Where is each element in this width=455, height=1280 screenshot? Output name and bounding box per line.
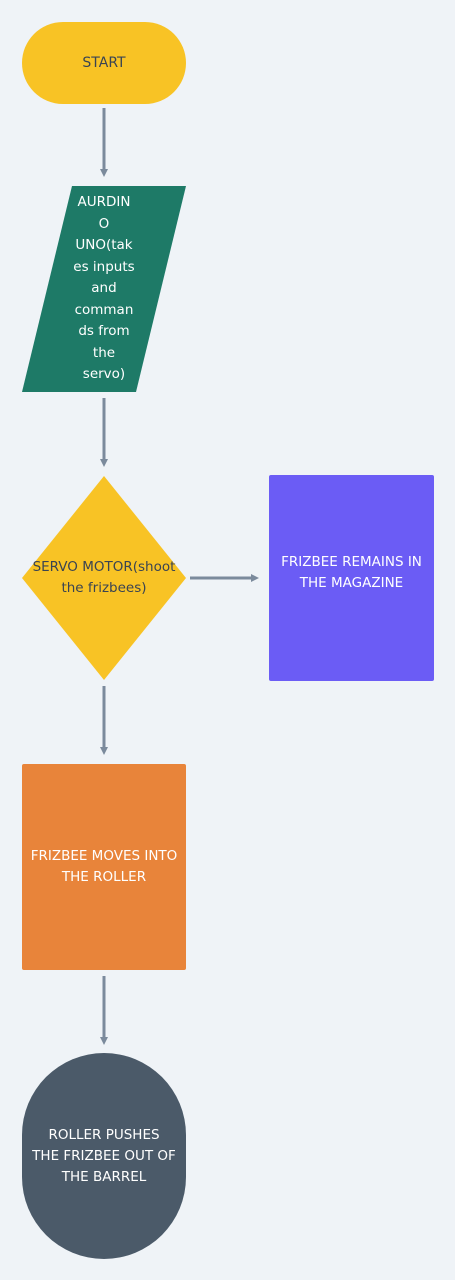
start-label: START: [82, 54, 126, 71]
barrel-terminator-shape[interactable]: [22, 1053, 186, 1259]
start-terminator-shape[interactable]: [22, 22, 186, 104]
arduino-label: AURDIN O UNO(tak es inputs and comman ds…: [73, 194, 135, 383]
roller-process-shape[interactable]: [22, 764, 186, 970]
roller-label: FRIZBEE MOVES INTO THE ROLLER: [30, 848, 178, 885]
servo-decision-label: SERVO MOTOR(shoot the frizbees): [32, 559, 176, 596]
magazine-process-shape[interactable]: [269, 475, 434, 681]
servo-decision-diamond[interactable]: [22, 476, 186, 680]
arduino-input-parallelogram[interactable]: [22, 186, 186, 392]
barrel-label: ROLLER PUSHES THE FRIZBEE OUT OF THE BAR…: [32, 1126, 176, 1185]
magazine-label: FRIZBEE REMAINS IN THE MAGAZINE: [281, 554, 422, 591]
